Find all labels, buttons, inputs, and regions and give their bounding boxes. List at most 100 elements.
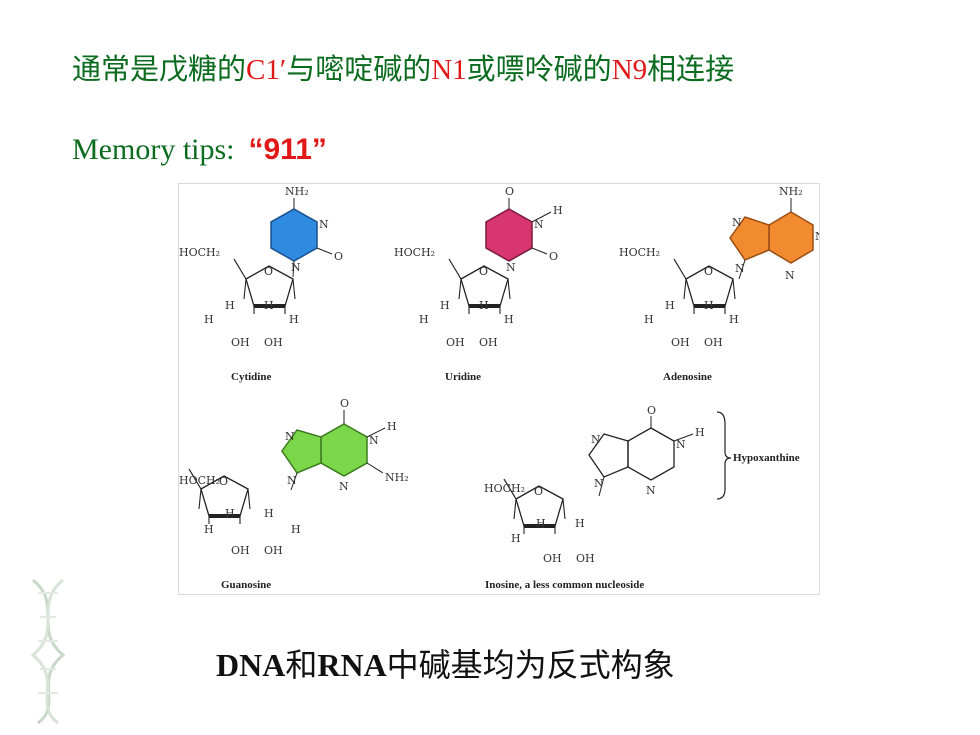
- adenosine-h2-label: H: [704, 299, 714, 312]
- adenosine-n9-label: N: [735, 262, 745, 275]
- bottom-dna: DNA: [216, 647, 286, 683]
- cytidine-h3-label: H: [204, 313, 214, 326]
- adenosine-six-ring: [768, 211, 814, 264]
- title-n9: N9: [611, 54, 648, 86]
- title-part2: 与嘧啶碱的: [286, 52, 432, 86]
- title-part1: 通常是戊糖的: [72, 52, 247, 86]
- title-part4: 相连接: [647, 52, 735, 86]
- inosine-h1-label: H: [536, 517, 546, 530]
- guanosine-ring-o-label: O: [219, 475, 228, 488]
- memory-tips: Memory tips: “911”: [72, 133, 327, 167]
- inosine-n7-label: N: [591, 433, 601, 446]
- cytidine-base-ring: [270, 208, 318, 262]
- uridine-caption: Uridine: [445, 371, 481, 383]
- guanosine-nh2-label: NH₂: [385, 471, 409, 484]
- uridine-h4-label: H: [504, 313, 514, 326]
- cytidine-caption: Cytidine: [231, 371, 271, 383]
- uridine-oh1-label: OH: [446, 336, 465, 349]
- title-c1: C1′: [246, 54, 287, 86]
- guanosine-oh2-label: OH: [264, 544, 283, 557]
- guanosine-six-ring: [320, 423, 368, 477]
- guanosine-h1-label: H: [225, 507, 235, 520]
- guanosine-h-label: H: [387, 420, 397, 433]
- inosine-o-label: O: [647, 404, 656, 417]
- uridine-h1-label: H: [440, 299, 450, 312]
- uridine-h3-label: H: [419, 313, 429, 326]
- cytidine-h2-label: H: [264, 299, 274, 312]
- uridine-hoch2-label: HOCH₂: [394, 246, 435, 259]
- uridine-base-ring: [485, 208, 533, 262]
- adenosine-h1-label: H: [665, 299, 675, 312]
- title-part3: 或嘌呤碱的: [466, 52, 612, 86]
- cytidine-oh2-label: OH: [264, 336, 283, 349]
- guanosine-n1-label: N: [369, 434, 379, 447]
- inosine-caption: Inosine, a less common nucleoside: [485, 579, 644, 591]
- adenosine-oh2-label: OH: [704, 336, 723, 349]
- uridine-n1-label: N: [506, 261, 516, 274]
- guanosine-five-ring: [281, 429, 322, 474]
- cytidine-h1-label: H: [225, 299, 235, 312]
- uridine-h-label: H: [553, 204, 563, 217]
- dna-helix-decoration: [30, 578, 66, 725]
- guanosine-n9-label: N: [287, 474, 297, 487]
- cytidine-structure: NH₂ N N O HOCH₂ O H H H H OH OH Cytidine: [179, 185, 343, 383]
- inosine-ring-o-label: O: [534, 485, 543, 498]
- slide-title: 通常是戊糖的C1′与嘧啶碱的N1或嘌呤碱的N9相连接: [72, 46, 734, 88]
- nucleoside-figure: NH₂ N N O HOCH₂ O H H H H OH OH Cytidine…: [178, 183, 820, 595]
- inosine-h-label: H: [695, 426, 705, 439]
- guanosine-h4-label: H: [291, 523, 301, 536]
- cytidine-n3-label: N: [319, 218, 329, 231]
- inosine-h3-label: H: [511, 532, 521, 545]
- guanosine-h3-label: H: [204, 523, 214, 536]
- uridine-oh2-label: OH: [479, 336, 498, 349]
- adenosine-h4-label: H: [729, 313, 739, 326]
- cytidine-hoch2-label: HOCH₂: [179, 246, 220, 259]
- uridine-h2-label: H: [479, 299, 489, 312]
- cytidine-o-label: O: [334, 250, 343, 263]
- cytidine-nh2-label: NH₂: [285, 185, 309, 198]
- memory-tip: “911”: [248, 133, 327, 166]
- inosine-five-ring: [588, 433, 629, 478]
- inosine-six-ring: [627, 427, 675, 481]
- adenosine-caption: Adenosine: [663, 371, 712, 383]
- nucleoside-structures-svg: NH₂ N N O HOCH₂ O H H H H OH OH Cytidine…: [179, 185, 819, 591]
- adenosine-n7-label: N: [732, 216, 742, 229]
- guanosine-caption: Guanosine: [221, 579, 271, 591]
- guanosine-n7-label: N: [285, 430, 295, 443]
- hypoxanthine-label: Hypoxanthine: [733, 452, 800, 464]
- cytidine-n1-label: N: [291, 261, 301, 274]
- adenosine-five-ring: [729, 216, 770, 261]
- uridine-n3-label: N: [534, 218, 544, 231]
- guanosine-h2-label: H: [264, 507, 274, 520]
- uridine-ring-o-label: O: [479, 265, 488, 278]
- inosine-n9-label: N: [594, 477, 604, 490]
- inosine-oh2-label: OH: [576, 552, 595, 565]
- guanosine-n3-label: N: [339, 480, 349, 493]
- guanosine-oh1-label: OH: [231, 544, 250, 557]
- conformation-note: DNA和RNA中碱基均为反式构象: [216, 640, 675, 686]
- bottom-and: 和: [285, 646, 318, 684]
- adenosine-n3-label: N: [785, 269, 795, 282]
- cytidine-h4-label: H: [289, 313, 299, 326]
- memory-label: Memory tips:: [72, 133, 235, 166]
- inosine-hoch2-label: HOCH₂: [484, 482, 525, 495]
- adenosine-nh2-label: NH₂: [779, 185, 803, 198]
- bottom-rest: 中碱基均为反式构象: [386, 646, 675, 684]
- inosine-oh1-label: OH: [543, 552, 562, 565]
- inosine-structure: O H N N N N Hypoxanthine HOCH₂ O H H H O…: [484, 404, 800, 591]
- uridine-structure: O H N N O HOCH₂ O H H H H OH OH Uridine: [394, 185, 563, 383]
- inosine-n1-label: N: [676, 438, 686, 451]
- adenosine-h3-label: H: [644, 313, 654, 326]
- uridine-o4-label: O: [505, 185, 514, 198]
- inosine-h2-label: H: [575, 517, 585, 530]
- guanosine-hoch2-label: HOCH₂: [179, 474, 220, 487]
- inosine-n3-label: N: [646, 484, 656, 497]
- uridine-o2-label: O: [549, 250, 558, 263]
- adenosine-n1-label: N: [815, 230, 819, 243]
- adenosine-ring-o-label: O: [704, 265, 713, 278]
- cytidine-oh1-label: OH: [231, 336, 250, 349]
- guanosine-o-label: O: [340, 397, 349, 410]
- adenosine-structure: NH₂ N N N N HOCH₂ O H H H H OH OH Adenos…: [619, 185, 819, 383]
- adenosine-oh1-label: OH: [671, 336, 690, 349]
- adenosine-hoch2-label: HOCH₂: [619, 246, 660, 259]
